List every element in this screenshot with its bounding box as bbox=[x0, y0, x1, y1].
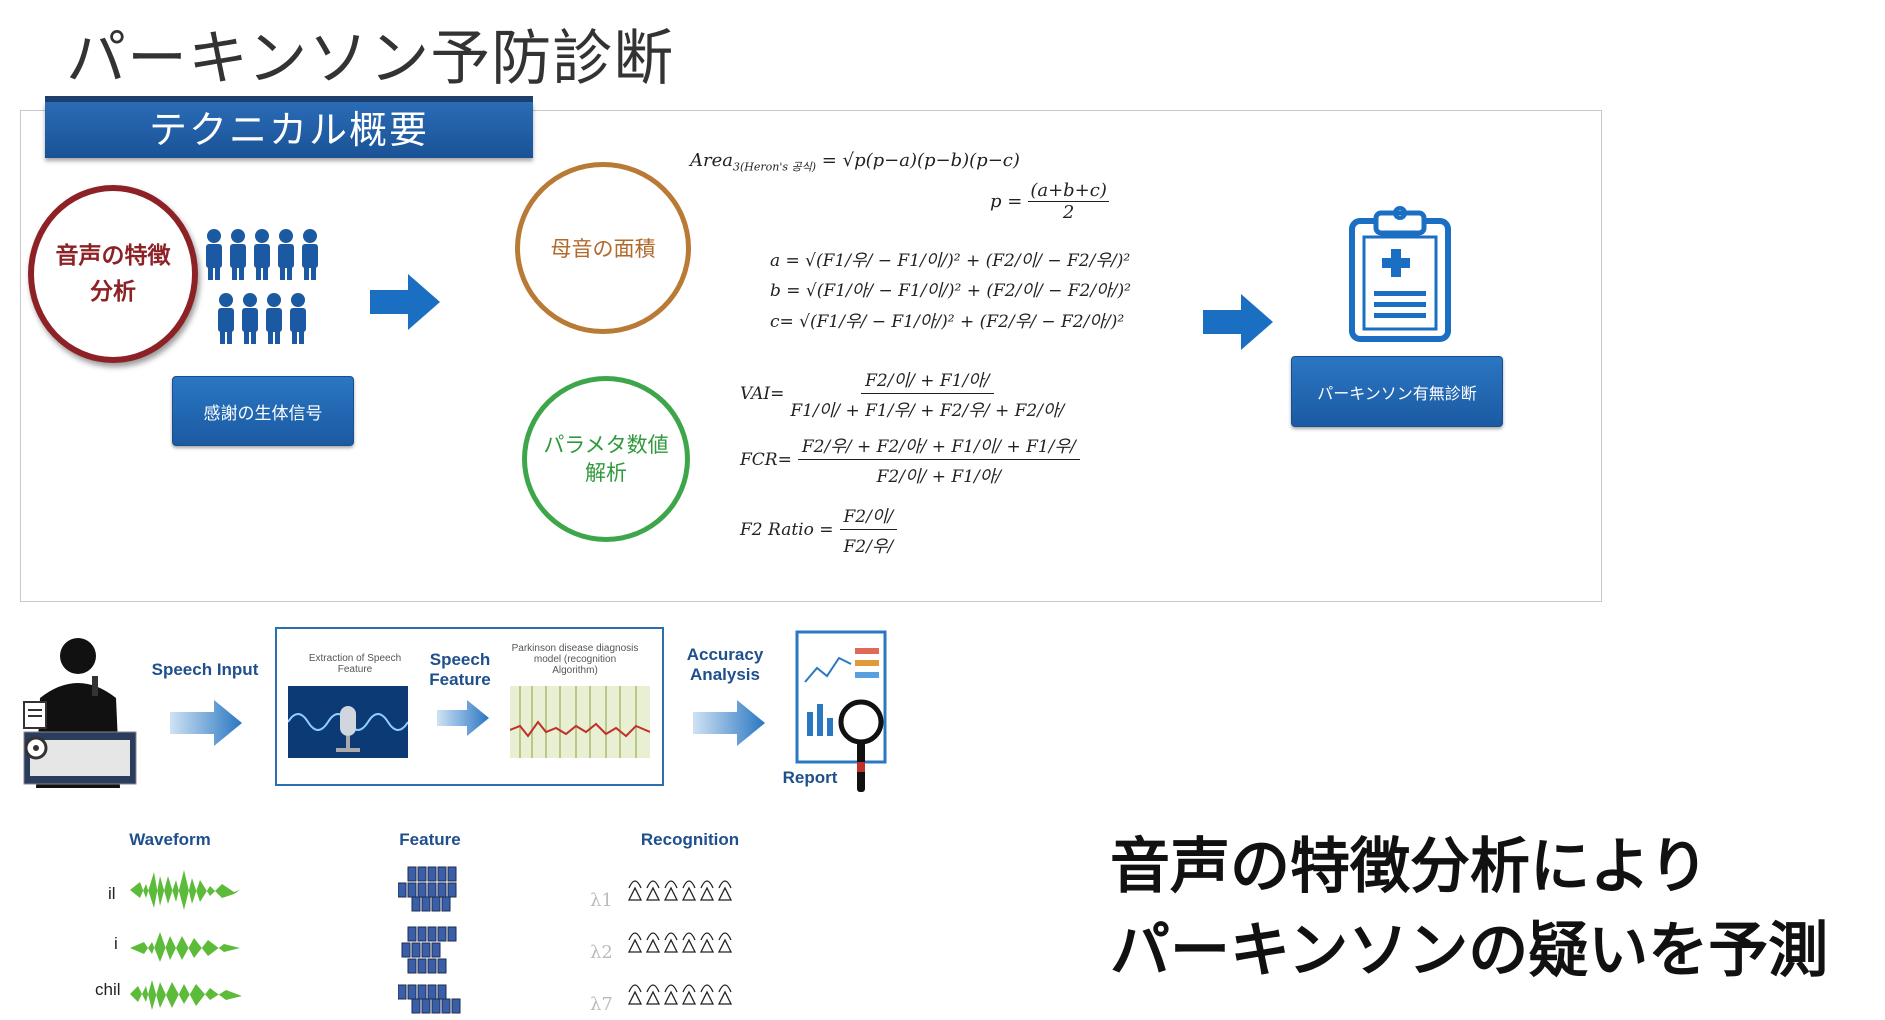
microphone-waveform-image bbox=[288, 686, 408, 758]
lambda-7: λ7 bbox=[590, 994, 613, 1015]
vai-formula: VAI= F2/이/ + F1/아/ F1/이/ + F1/우/ + F2/우/… bbox=[740, 366, 1064, 421]
accuracy-analysis-label: Accuracy Analysis bbox=[686, 645, 764, 684]
hmm-chains-image bbox=[627, 880, 733, 1005]
lambda-1: λ1 bbox=[590, 890, 613, 911]
fcr-lhs: FCR= bbox=[740, 449, 792, 470]
parameter-analysis-circle: パラメタ数値 解析 bbox=[522, 376, 690, 542]
conclusion-line2: パーキンソンの疑いを予測 bbox=[1110, 916, 1829, 986]
fcr-num: F2/우/ + F2/아/ + F1/이/ + F1/우/ bbox=[797, 432, 1080, 460]
word-i: i bbox=[114, 934, 118, 953]
voice-circle-line2: 分析 bbox=[90, 279, 136, 305]
feature-blocks-image bbox=[398, 866, 461, 1014]
conclusion-text: 音声の特徴分析により パーキンソンの疑いを予測 bbox=[1110, 825, 1828, 993]
right-arrow-icon bbox=[370, 274, 440, 330]
waveform-label: Waveform bbox=[129, 830, 211, 849]
page-title: パーキンソン予防診断 bbox=[66, 24, 675, 94]
report-label: Report bbox=[782, 768, 838, 787]
bio-signal-button[interactable]: 感謝の生体信号 bbox=[172, 376, 354, 446]
voice-feature-circle: 音声の特徴 分析 bbox=[28, 185, 198, 363]
p-den: 2 bbox=[1062, 202, 1075, 223]
spectrogram-image bbox=[510, 686, 650, 758]
waveform-images bbox=[130, 870, 242, 1010]
heron-formula: Area3(Heron's 공식) = √p(p−a)(p−b)(p−c) bbox=[690, 150, 1020, 175]
fcr-formula: FCR= F2/우/ + F2/아/ + F1/이/ + F1/우/ F2/이/… bbox=[740, 432, 1080, 487]
word-il: il bbox=[108, 884, 116, 903]
heron-sub: 3(Heron's 공식) bbox=[733, 160, 817, 174]
heron-lhs: Area bbox=[690, 150, 733, 171]
people-group-icon bbox=[206, 229, 318, 344]
settings-document-icon bbox=[23, 701, 48, 760]
dotted-arrow-icon bbox=[693, 700, 765, 746]
heron-rhs: = √p(p−a)(p−b)(p−c) bbox=[821, 150, 1020, 171]
f2-ratio-formula: F2 Ratio = F2/이/ F2/우/ bbox=[740, 502, 898, 557]
p-formula: p = (a+b+c) 2 bbox=[990, 180, 1109, 223]
model-caption: Parkinson disease diagnosis model (recog… bbox=[511, 643, 639, 676]
report-magnifier-icon bbox=[795, 630, 887, 792]
param-circle-line1: パラメタ数値 bbox=[543, 433, 669, 457]
speech-input-label: Speech Input bbox=[151, 660, 259, 679]
dotted-arrow-icon bbox=[437, 700, 489, 736]
medical-clipboard-icon bbox=[1349, 206, 1451, 342]
word-chil: chil bbox=[95, 980, 121, 999]
right-arrow-icon bbox=[1203, 294, 1273, 350]
recognition-label: Recognition bbox=[640, 830, 740, 849]
f2-lhs: F2 Ratio = bbox=[740, 519, 834, 540]
vai-den: F1/이/ + F1/우/ + F2/우/ + F2/아/ bbox=[790, 401, 1065, 421]
fcr-den: F2/이/ + F1/아/ bbox=[876, 467, 1002, 487]
p-num: (a+b+c) bbox=[1028, 180, 1109, 202]
feature-label: Feature bbox=[399, 830, 461, 849]
voice-circle-line1: 音声の特徴 bbox=[55, 243, 171, 269]
c-formula: c= √(F1/우/ − F1/아/)² + (F2/우/ − F2/아/)² bbox=[770, 312, 1125, 332]
vai-lhs: VAI= bbox=[740, 383, 785, 404]
extraction-caption: Extraction of Speech Feature bbox=[308, 653, 402, 675]
lambda-2: λ2 bbox=[590, 942, 613, 963]
b-formula: b = √(F1/아/ − F1/이/)² + (F2/이/ − F2/아/)² bbox=[770, 281, 1131, 301]
param-circle-line2: 解析 bbox=[585, 461, 627, 485]
conclusion-line1: 音声の特徴分析により bbox=[1110, 832, 1709, 902]
dotted-arrow-icon bbox=[170, 700, 242, 746]
vowel-area-circle: 母音の面積 bbox=[515, 162, 691, 334]
p-lhs: p = bbox=[990, 191, 1023, 212]
speech-feature-label: Speech Feature bbox=[429, 650, 491, 689]
vai-num: F2/이/ + F1/아/ bbox=[861, 366, 994, 394]
technical-overview-banner: テクニカル概要 bbox=[45, 96, 533, 158]
parkinson-diagnosis-button[interactable]: パーキンソン有無診断 bbox=[1291, 356, 1503, 427]
f2-num: F2/이/ bbox=[839, 502, 898, 530]
f2-den: F2/우/ bbox=[843, 537, 894, 557]
a-formula: a = √(F1/우/ − F1/이/)² + (F2/이/ − F2/우/)² bbox=[770, 251, 1131, 271]
